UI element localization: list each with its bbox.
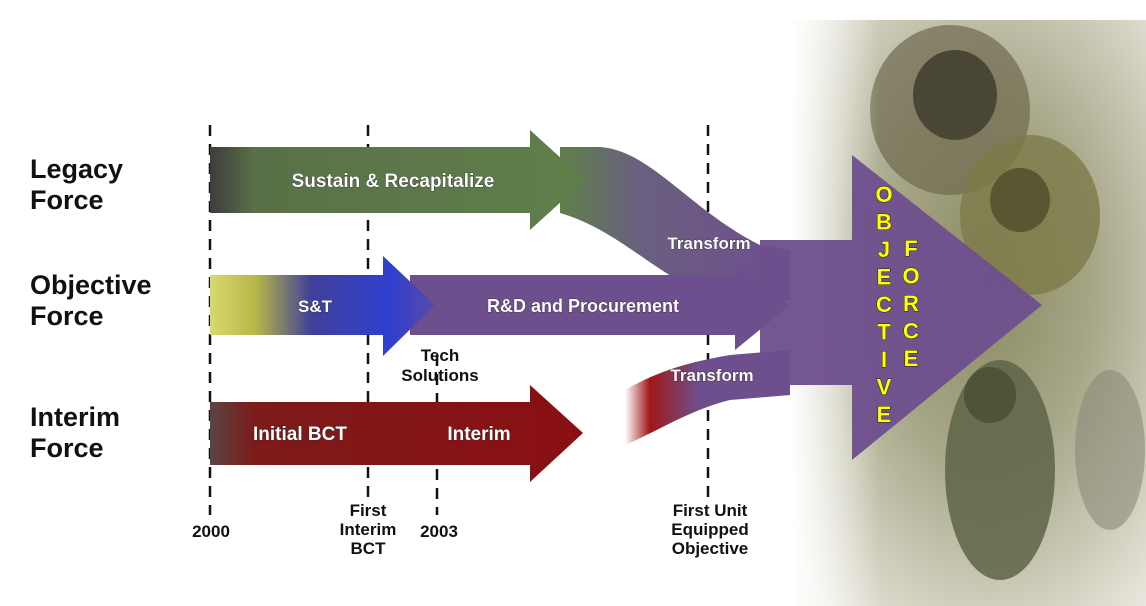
objective-label-line-2: Force: [30, 301, 104, 331]
objective-letter-7: V: [877, 375, 892, 400]
objective-letter-4: C: [876, 292, 892, 317]
milestone-2000: 2000: [192, 522, 230, 541]
first-interim-line-2: Interim: [340, 520, 397, 539]
sustain-label: Sustain & Recapitalize: [292, 171, 495, 192]
interim-label-line-2: Force: [30, 433, 104, 463]
objective-force-arrow: [760, 155, 1042, 460]
milestone-first-unit-equipped: First Unit Equipped Objective: [671, 501, 748, 558]
first-unit-line-3: Objective: [672, 539, 749, 558]
transform-bottom-label: Transform: [670, 366, 753, 385]
force-letter-0: F: [904, 236, 917, 261]
legacy-transform-curve: [560, 147, 790, 300]
interim-label: Interim: [447, 424, 510, 445]
objective-force-label: Objective Force: [30, 270, 152, 332]
force-letter-4: E: [904, 346, 919, 371]
tech-solutions-label: Tech Solutions: [401, 346, 478, 385]
objective-letter-2: J: [878, 237, 890, 262]
legacy-label-line-1: Legacy: [30, 154, 124, 184]
first-interim-line-3: BCT: [351, 539, 387, 558]
st-label: S&T: [298, 297, 333, 316]
first-unit-line-2: Equipped: [671, 520, 748, 539]
first-unit-line-1: First Unit: [673, 501, 748, 520]
rd-label: R&D and Procurement: [487, 296, 679, 316]
objective-letter-1: B: [876, 210, 892, 235]
interim-force-label: Interim Force: [30, 402, 120, 464]
objective-letter-8: E: [877, 402, 892, 427]
objective-letter-0: O: [875, 182, 892, 207]
tech-solutions-line-1: Tech: [421, 346, 459, 365]
force-letter-2: R: [903, 291, 919, 316]
milestone-2003: 2003: [420, 522, 458, 541]
interim-arrow: [210, 385, 583, 482]
objective-letter-5: T: [877, 320, 891, 345]
legacy-label-line-2: Force: [30, 185, 104, 215]
force-letter-3: C: [903, 319, 919, 344]
interim-label-line-1: Interim: [30, 402, 121, 432]
force-letter-1: O: [902, 264, 919, 289]
initial-bct-label: Initial BCT: [253, 424, 347, 445]
soldiers-photo: [790, 20, 1146, 606]
objective-letter-3: E: [877, 265, 892, 290]
transform-top-label: Transform: [667, 234, 750, 253]
legacy-force-label: Legacy Force: [30, 154, 123, 216]
objective-label-line-1: Objective: [30, 270, 152, 300]
rd-arrow: [410, 260, 790, 350]
legacy-arrow: [210, 130, 585, 230]
first-interim-line-1: First: [350, 501, 387, 520]
interim-transform-curve: [625, 350, 790, 445]
tech-solutions-line-2: Solutions: [401, 366, 478, 385]
st-arrow: [210, 256, 435, 356]
milestone-first-interim-bct: First Interim BCT: [340, 501, 397, 558]
objective-letter-6: I: [881, 347, 887, 372]
